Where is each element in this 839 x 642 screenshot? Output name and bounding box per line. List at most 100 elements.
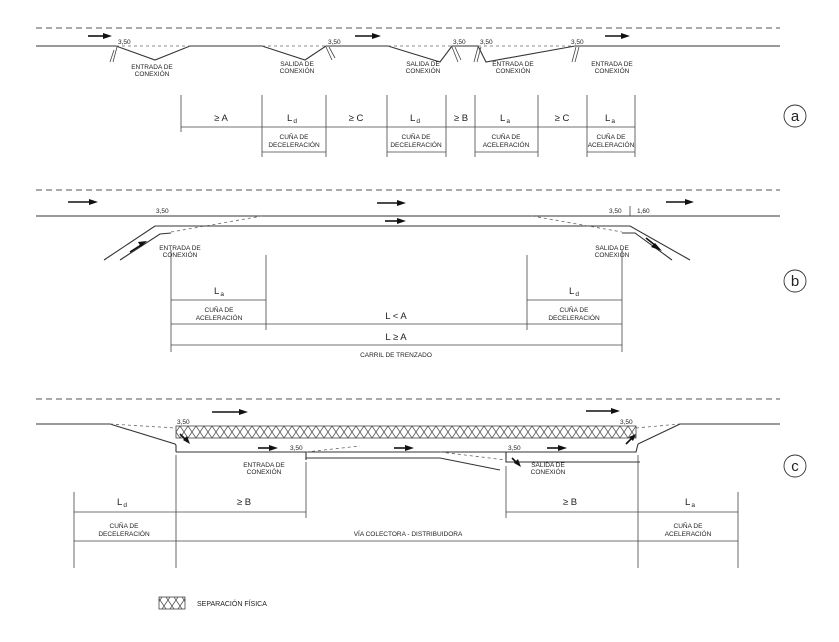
traffic-arrow xyxy=(179,433,190,444)
svg-text:CUÑA DE: CUÑA DE xyxy=(492,132,522,141)
ramp-label: SALIDA DE CONEXIÓN xyxy=(406,61,441,75)
diagram-label-c: c xyxy=(783,454,807,478)
diagram-b: 3,50 3,50 1,60 ENTRADA DE CONEXIÓN SALID… xyxy=(36,189,807,359)
traffic-arrow xyxy=(586,408,620,414)
ramp-a-2 xyxy=(325,46,336,61)
traffic-arrow xyxy=(605,33,630,39)
wedge-label: CUÑA DE DECELERACIÓN xyxy=(548,305,600,322)
dimension-label: La xyxy=(214,286,224,298)
ramp-label: ENTRADA DE CONEXIÓN xyxy=(159,245,201,259)
svg-text:CUÑA DE: CUÑA DE xyxy=(110,521,140,530)
dimension-line xyxy=(73,455,739,568)
traffic-arrow xyxy=(666,199,694,205)
svg-text:ACELERACIÓN: ACELERACIÓN xyxy=(196,313,243,322)
traffic-arrow xyxy=(547,445,567,451)
svg-text:CUÑA DE: CUÑA DE xyxy=(205,305,235,314)
svg-text:CONEXIÓN: CONEXIÓN xyxy=(595,66,630,75)
svg-text:ACELERACIÓN: ACELERACIÓN xyxy=(665,529,712,538)
diagram-a: 3,50 3,50 3,50 3,50 3,50 ENTRADA DE CONE… xyxy=(36,27,807,157)
svg-text:SALIDA DE: SALIDA DE xyxy=(406,61,440,68)
dimension-label: ≥ C xyxy=(349,113,364,124)
ramp-label: SALIDA DE CONEXIÓN xyxy=(531,462,566,476)
svg-text:c: c xyxy=(791,458,799,475)
dimension-label: ≥ C xyxy=(555,113,570,124)
traffic-arrow xyxy=(511,457,521,467)
svg-text:CONEXIÓN: CONEXIÓN xyxy=(135,69,170,78)
svg-text:a: a xyxy=(791,108,800,125)
lane-width: 3,50 xyxy=(118,39,131,46)
svg-text:ENTRADA DE: ENTRADA DE xyxy=(243,462,285,469)
dimension-label: Ld xyxy=(410,113,420,125)
ramp-label: ENTRADA DE CONEXIÓN xyxy=(492,61,534,75)
svg-text:CUÑA DE: CUÑA DE xyxy=(280,132,310,141)
traffic-arrow xyxy=(394,445,414,451)
lane-width: 3,50 xyxy=(177,419,190,426)
dimension-label: ≥ B xyxy=(237,497,251,508)
legend: SEPARACIÓN FÍSICA xyxy=(158,596,267,610)
wedge-label: CUÑA DE DECELERACIÓN xyxy=(390,132,442,149)
svg-text:DECELERACIÓN: DECELERACIÓN xyxy=(548,313,600,322)
wedge-label: CUÑA DE ACELERACIÓN xyxy=(196,305,243,322)
traffic-arrow xyxy=(645,237,662,251)
weaving-lane-label: CARRIL DE TRENZADO xyxy=(360,352,432,359)
lane-width: 3,50 xyxy=(328,39,341,46)
svg-text:ENTRADA DE: ENTRADA DE xyxy=(131,64,173,71)
dimension-label: Ld xyxy=(117,497,127,509)
svg-text:CUÑA DE: CUÑA DE xyxy=(402,132,432,141)
dimension-label: L < A xyxy=(385,311,407,322)
svg-text:CONEXIÓN: CONEXIÓN xyxy=(406,66,441,75)
svg-text:b: b xyxy=(791,273,799,290)
ramp-a-4 xyxy=(473,46,482,63)
ramp-a-1 xyxy=(109,46,118,63)
lane-width: 3,50 xyxy=(508,445,521,452)
ramp-label: ENTRADA DE CONEXIÓN xyxy=(131,64,173,78)
svg-text:ACELERACIÓN: ACELERACIÓN xyxy=(588,140,635,149)
svg-text:CONEXIÓN: CONEXIÓN xyxy=(496,66,531,75)
lane-width: 3,50 xyxy=(156,208,169,215)
collector-road-label: VÍA COLECTORA - DISTRIBUIDORA xyxy=(354,529,463,538)
lane-width: 3,50 xyxy=(620,419,633,426)
svg-text:DECELERACIÓN: DECELERACIÓN xyxy=(390,140,442,149)
dimension-label: Ld xyxy=(569,286,579,298)
ramp-a-3 xyxy=(451,46,462,63)
svg-text:CONEXIÓN: CONEXIÓN xyxy=(247,467,282,476)
wedge-label: CUÑA DE DECELERACIÓN xyxy=(98,521,150,538)
svg-text:CONEXIÓN: CONEXIÓN xyxy=(163,250,198,259)
dimension-label: ≥ B xyxy=(563,497,577,508)
svg-text:ACELERACIÓN: ACELERACIÓN xyxy=(483,140,530,149)
svg-text:ENTRADA DE: ENTRADA DE xyxy=(159,245,201,252)
dimension-line xyxy=(180,95,636,157)
traffic-arrow xyxy=(625,434,636,445)
svg-text:ENTRADA DE: ENTRADA DE xyxy=(591,61,633,68)
cross-hatch-icon xyxy=(158,596,186,610)
traffic-arrow xyxy=(88,33,112,39)
lane-width: 3,50 xyxy=(453,39,466,46)
ramp-label: ENTRADA DE CONEXIÓN xyxy=(243,462,285,476)
dimension-label: ≥ B xyxy=(454,113,468,124)
ramp-a-5 xyxy=(571,46,580,63)
wedge-label: CUÑA DE ACELERACIÓN xyxy=(665,521,712,538)
svg-text:DECELERACIÓN: DECELERACIÓN xyxy=(268,140,320,149)
svg-text:CONEXIÓN: CONEXIÓN xyxy=(280,66,315,75)
svg-text:CUÑA DE: CUÑA DE xyxy=(560,305,590,314)
traffic-arrow xyxy=(355,33,381,39)
dimension-label: ≥ A xyxy=(214,113,228,124)
diagram-c: 3,50 3,50 3,50 3,50 ENTRADA DE CONEXIÓN … xyxy=(36,398,807,568)
wedge-label: CUÑA DE DECELERACIÓN xyxy=(268,132,320,149)
svg-text:CONEXIÓN: CONEXIÓN xyxy=(531,467,566,476)
dimension-label: La xyxy=(605,113,615,125)
svg-text:CUÑA DE: CUÑA DE xyxy=(597,132,627,141)
dimension-label: Ld xyxy=(287,113,297,125)
dimension-label: La xyxy=(685,497,695,509)
svg-text:ENTRADA DE: ENTRADA DE xyxy=(492,61,534,68)
lane-width: 1,60 xyxy=(637,208,650,215)
lane-width: 3,50 xyxy=(609,208,622,215)
svg-text:CUÑA DE: CUÑA DE xyxy=(674,521,704,530)
dimension-label: La xyxy=(500,113,510,125)
dimension-label: L ≥ A xyxy=(385,332,407,343)
traffic-arrow xyxy=(258,445,278,451)
wedge-label: CUÑA DE ACELERACIÓN xyxy=(588,132,635,149)
traffic-arrow xyxy=(212,409,248,415)
ramp-label: SALIDA DE CONEXIÓN xyxy=(280,61,315,75)
